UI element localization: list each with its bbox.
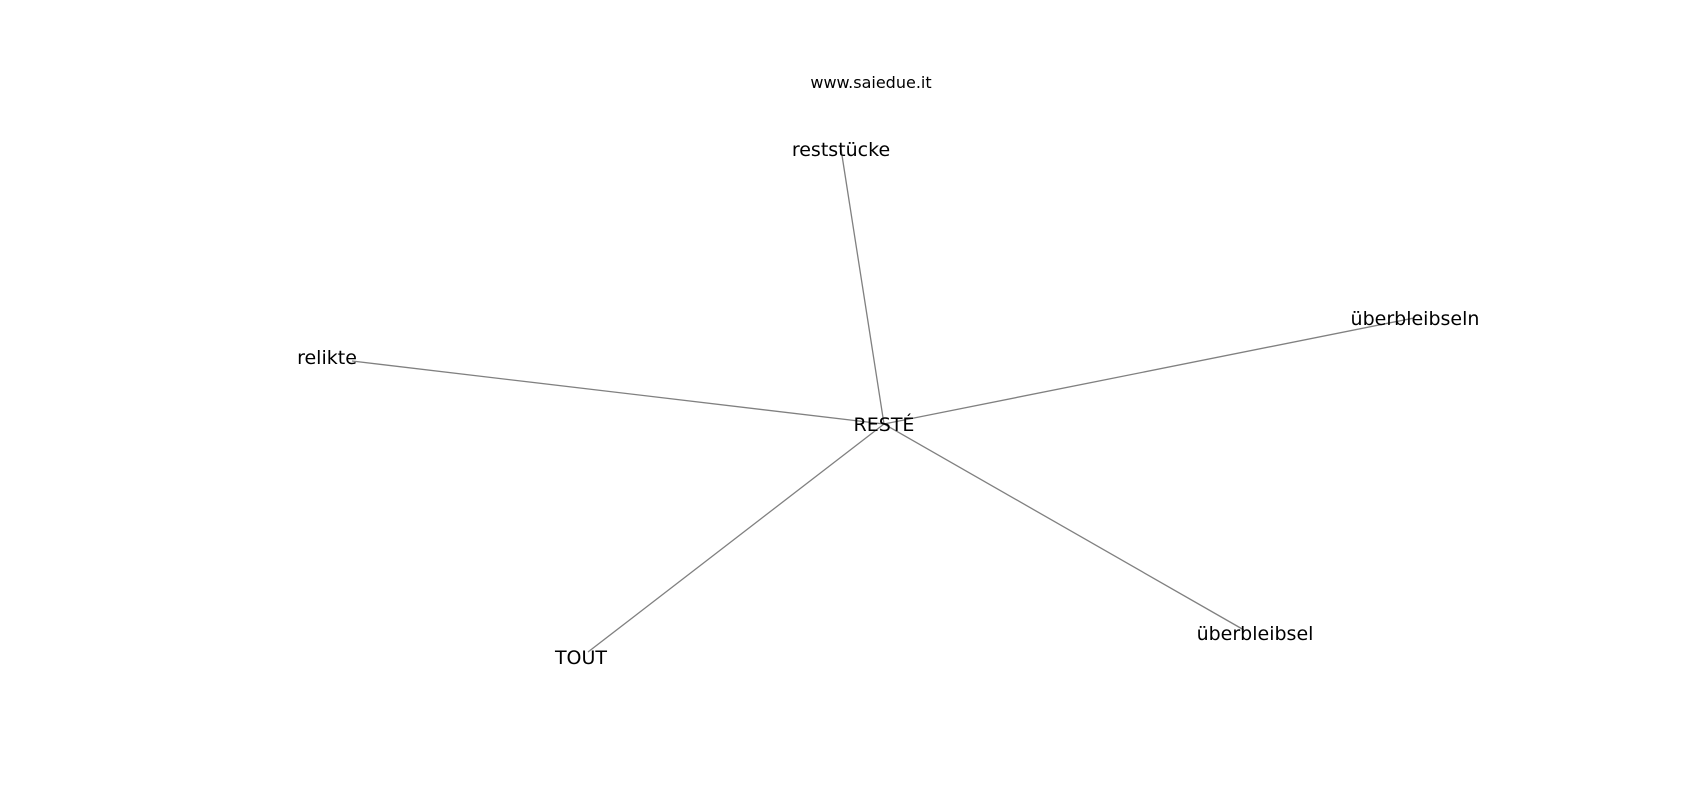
source-watermark: www.saiedue.it bbox=[810, 73, 931, 92]
edge-reste-uberbleibseln bbox=[883, 317, 1415, 425]
node-label-uberbleibseln: überbleibseln bbox=[1351, 308, 1480, 330]
node-label-reststucke: reststücke bbox=[792, 139, 890, 161]
node-label-tout: TOUT bbox=[554, 647, 607, 669]
node-label-uberbleibsel: überbleibsel bbox=[1197, 623, 1314, 645]
edge-reste-tout bbox=[587, 423, 885, 653]
edge-reste-reststucke bbox=[840, 148, 885, 425]
edge-reste-uberbleibsel bbox=[883, 423, 1245, 631]
labels-layer: www.saiedue.it RESTÉ reststücke überblei… bbox=[297, 73, 1479, 669]
edge-reste-relikte bbox=[351, 360, 885, 425]
node-label-reste: RESTÉ bbox=[854, 413, 915, 436]
node-label-relikte: relikte bbox=[297, 347, 357, 369]
edges-layer bbox=[351, 148, 1415, 653]
